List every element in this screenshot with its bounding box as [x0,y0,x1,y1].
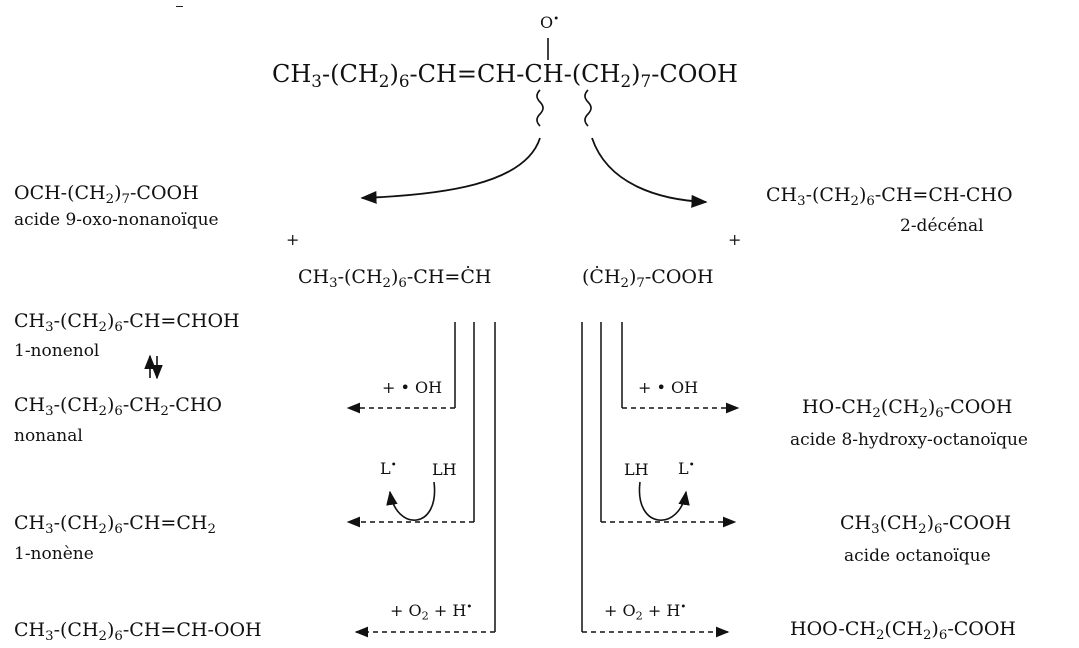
hydroperoxide-right-formula: HOO-CH2(CH2)6-COOH [790,618,1016,643]
hydroxy-acid-formula: HO-CH2(CH2)6-COOH [802,396,1013,421]
oh-reagent-right: + • OH [638,378,699,397]
right-radical-transfer-arrow [638,481,690,521]
oh-reagent-left: + • OH [382,378,443,397]
l-radical-right: L• [678,459,695,479]
nonene-formula: CH3-(CH2)6-CH=CH2 [14,512,216,537]
plus-left: + [286,230,300,249]
split-arrow-left [360,137,541,204]
l-radical-left: L• [380,459,397,479]
nonenol-name: 1-nonenol [14,341,100,361]
decenal-formula: CH3-(CH2)6-CH=CH-CHO [766,184,1013,209]
split-arrow-right [591,137,708,208]
o2-h-left: + O2 + H• [390,601,473,623]
cleavage-mark-left [536,89,544,127]
octanoic-acid-name: acide octanoïque [844,546,991,566]
left-radical-formula: CH3-(CH2)6-CH=ĊH [298,266,492,291]
left-radical-transfer-arrow [386,481,436,521]
oxygen-radical: O• [540,13,560,33]
lh-left: LH [432,460,457,479]
nonanal-formula: CH3-(CH2)6-CH2-CHO [14,394,222,419]
nonenol-formula: CH3-(CH2)6-CH=CHOH [14,310,240,335]
hydroperoxide-left-formula: CH3-(CH2)6-CH=CH-OOH [14,619,262,644]
lh-right: LH [624,460,649,479]
nonene-name: 1-nonène [14,544,94,564]
decenal-name: 2-décénal [900,216,984,236]
reactant-formula: CH3-(CH2)6-CH=CH-CH-(CH2)7-COOH [272,60,738,92]
right-radical-formula: (ĊH2)7-COOH [582,266,714,291]
nonanal-name: nonanal [14,426,83,446]
oxo-acid-name: acide 9-oxo-nonanoïque [14,210,219,230]
plus-right: + [728,230,742,249]
stray-mark [176,6,183,7]
o2-h-right: + O2 + H• [604,601,687,623]
octanoic-acid-formula: CH3(CH2)6-COOH [840,512,1012,537]
oxo-acid-formula: OCH-(CH2)7-COOH [14,182,199,207]
cleavage-mark-right [584,89,592,127]
hydroxy-acid-name: acide 8-hydroxy-octanoïque [790,430,1028,450]
